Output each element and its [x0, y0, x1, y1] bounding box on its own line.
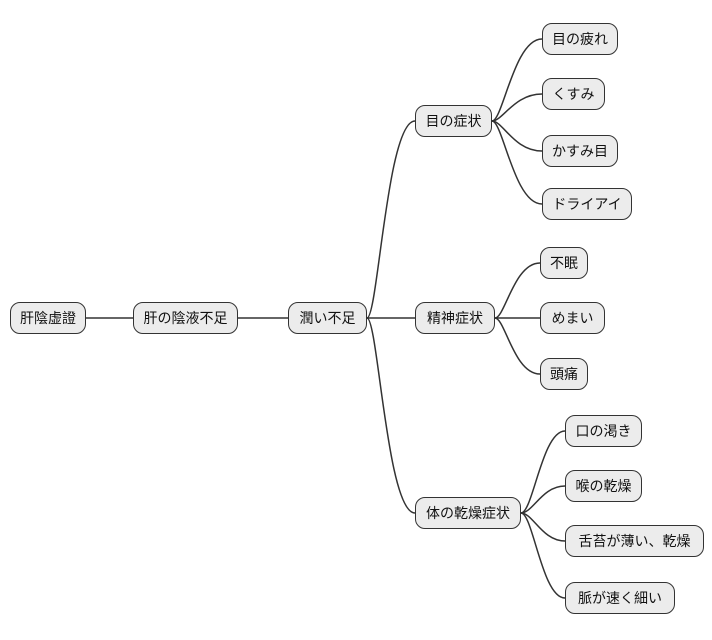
node-branch-eye-symptoms: 目の症状	[415, 105, 492, 137]
node-leaf-dullness: くすみ	[542, 78, 605, 110]
edge-eyes-to-fatigue	[491, 38, 543, 122]
node-leaf-dry-throat: 喉の乾燥	[565, 470, 642, 502]
edge-mental-to-headache	[494, 317, 541, 375]
node-lack-of-moisture: 潤い不足	[288, 302, 367, 334]
node-leaf-dizziness: めまい	[540, 302, 605, 334]
node-leaf-insomnia: 不眠	[540, 247, 588, 279]
node-leaf-blurred-vision: かすみ目	[542, 135, 618, 167]
edge-eyes-to-kasumi	[491, 120, 543, 152]
edge-dryness-to-tongue	[520, 512, 566, 542]
node-leaf-thin-dry-tongue-coating: 舌苔が薄い、乾燥	[565, 525, 704, 557]
edge-eyes-to-dryeye	[491, 120, 543, 205]
edge-level3-to-branch-eyes	[366, 120, 416, 319]
node-liver-yin-fluid-deficiency: 肝の陰液不足	[133, 302, 238, 334]
node-leaf-dry-eye: ドライアイ	[542, 188, 632, 220]
node-leaf-eye-fatigue: 目の疲れ	[542, 23, 618, 55]
node-leaf-fast-thin-pulse: 脈が速く細い	[565, 582, 675, 614]
node-leaf-headache: 頭痛	[540, 358, 588, 390]
edge-eyes-to-kusumi	[491, 93, 543, 122]
edge-dryness-to-thirst	[520, 430, 566, 514]
edge-level3-to-branch-dryness	[366, 317, 416, 514]
edge-mental-to-insomnia	[494, 262, 541, 319]
node-branch-mental-symptoms: 精神症状	[415, 302, 495, 334]
edge-dryness-to-pulse	[520, 512, 566, 599]
edge-dryness-to-throat	[520, 485, 566, 514]
node-root: 肝陰虚證	[10, 302, 86, 334]
node-branch-body-dryness-symptoms: 体の乾燥症状	[415, 497, 521, 529]
node-leaf-thirst: 口の渇き	[565, 415, 642, 447]
